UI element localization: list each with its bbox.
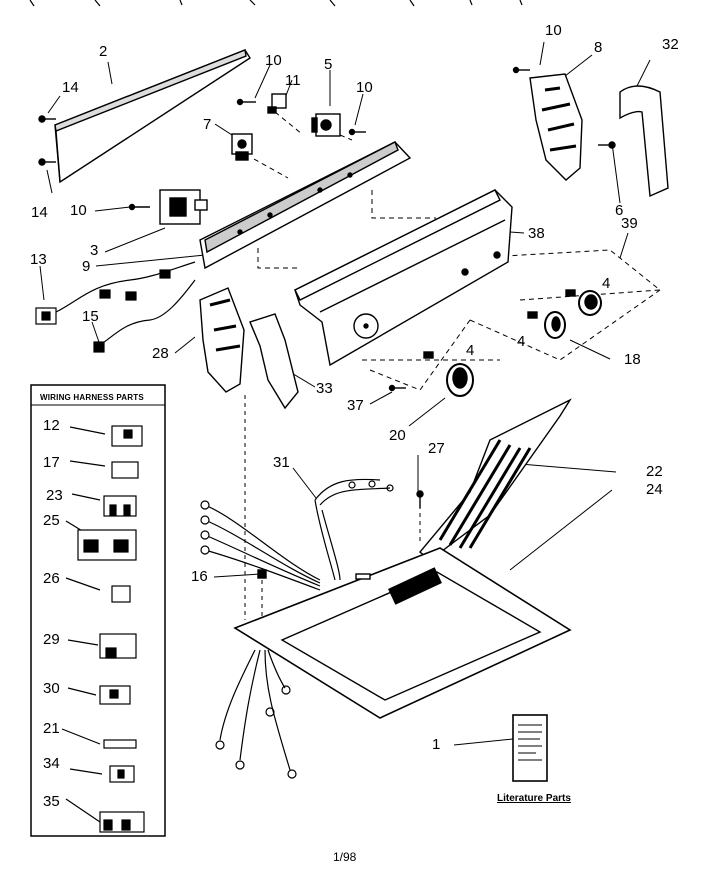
callout-21: 21 (43, 720, 60, 737)
callout-13: 13 (30, 251, 47, 268)
callout-16: 16 (191, 568, 208, 585)
callout-4: 4 (602, 275, 611, 292)
callout-29: 29 (43, 631, 60, 648)
callout-38: 38 (528, 225, 545, 242)
part-18-knob (544, 311, 566, 339)
callout-9: 9 (82, 258, 91, 275)
callout-17: 17 (43, 454, 60, 471)
footer-date: 1/98 (333, 850, 357, 864)
under-top-wires (215, 649, 297, 779)
leader-lines (39, 41, 651, 746)
part-8-end-cap (529, 73, 583, 181)
part-27-screw (416, 490, 424, 508)
callout-26: 26 (43, 570, 60, 587)
callout-3: 3 (90, 242, 99, 259)
part-10-screws-top (128, 66, 530, 211)
callout-24: 24 (646, 481, 663, 498)
callout-32: 32 (662, 36, 679, 53)
callout-28: 28 (152, 345, 169, 362)
part-4-clips (423, 289, 576, 359)
callout-22: 22 (646, 463, 663, 480)
harness-parts-icons (61, 425, 145, 833)
part-31-wire-bundle (314, 478, 394, 581)
part-11-clip (267, 93, 287, 114)
part-32-handle (619, 85, 669, 198)
inset-title: WIRING HARNESS PARTS (40, 393, 144, 402)
callout-33: 33 (316, 380, 333, 397)
callout-12: 12 (43, 417, 60, 434)
callout-27: 27 (428, 440, 445, 457)
callout-11: 11 (285, 72, 301, 89)
part-14-screws (38, 115, 56, 166)
callout-10: 10 (356, 79, 373, 96)
part-20-knob (446, 363, 474, 397)
callout-15: 15 (82, 308, 99, 325)
top-edge-marks (29, 0, 523, 7)
callout-2: 2 (99, 43, 108, 60)
assembly-guide-lines (244, 111, 662, 630)
callout-23: 23 (46, 487, 63, 504)
part-13-15-harness (35, 261, 196, 353)
part-22-duct (419, 398, 572, 561)
literature-label: Literature Parts (497, 793, 571, 804)
part-33-trim (249, 313, 299, 410)
part-1-literature (512, 714, 548, 782)
callout-14: 14 (62, 79, 79, 96)
callout-14: 14 (31, 204, 48, 221)
callout-37: 37 (347, 397, 364, 414)
part-5-switch (311, 113, 341, 137)
callout-1: 1 (432, 736, 441, 753)
callout-8: 8 (594, 39, 603, 56)
part-2-rear-panel (54, 49, 251, 184)
callout-30: 30 (43, 680, 60, 697)
part-37-screw (388, 384, 406, 392)
harness-inset-box (30, 384, 166, 837)
callout-39: 39 (621, 215, 638, 232)
callout-20: 20 (389, 427, 406, 444)
part-38-console (294, 189, 513, 367)
callout-7: 7 (203, 116, 212, 133)
callout-4: 4 (466, 342, 475, 359)
callout-31: 31 (273, 454, 290, 471)
callout-5: 5 (324, 56, 333, 73)
part-7-switch (231, 133, 253, 161)
callout-10: 10 (265, 52, 282, 69)
part-6-screw (598, 141, 616, 149)
part-16-clip (257, 569, 267, 579)
callout-25: 25 (43, 512, 60, 529)
part-9-control-bracket (199, 141, 412, 270)
callout-18: 18 (624, 351, 641, 368)
callout-6: 6 (615, 202, 624, 219)
callout-35: 35 (43, 793, 60, 810)
part-39-knob (578, 290, 602, 316)
callout-4: 4 (517, 333, 526, 350)
left-wire-bundle (200, 500, 321, 591)
part-28-end-cap (199, 287, 245, 393)
callout-10: 10 (545, 22, 562, 39)
part-3-timer (159, 189, 208, 225)
callout-34: 34 (43, 755, 60, 772)
part-24-top (233, 547, 572, 719)
callout-10: 10 (70, 202, 87, 219)
